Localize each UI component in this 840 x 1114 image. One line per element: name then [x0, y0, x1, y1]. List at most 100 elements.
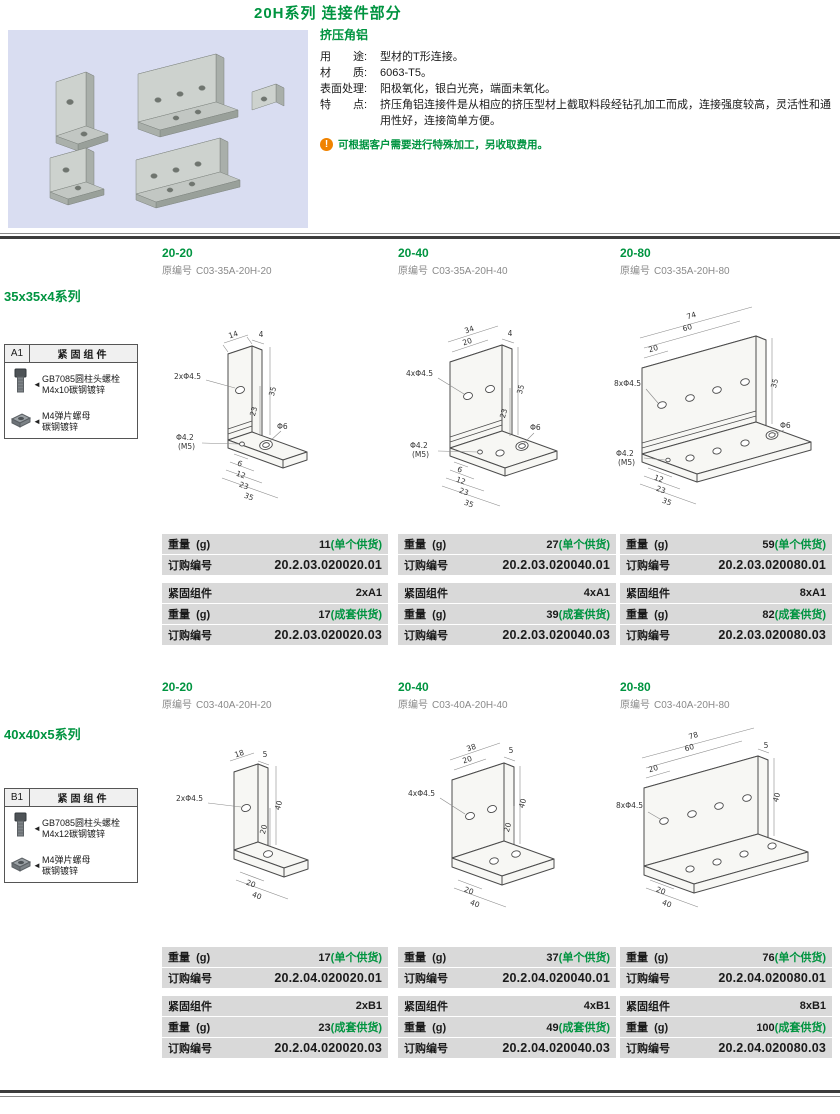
- svg-text:Φ6: Φ6: [530, 423, 541, 432]
- weight-row: 重量 (g) 37(单个供货): [398, 947, 616, 967]
- technical-drawing-35-20-20: 14 4 35 23 2xΦ4.5 Φ6 6 12 23 35 Φ4.2 (M5…: [174, 329, 308, 503]
- kit-item-line1: M4弹片螺母: [42, 411, 91, 421]
- svg-text:23: 23: [458, 486, 470, 498]
- svg-text:20: 20: [461, 754, 473, 766]
- kit-label: 紧固组件: [404, 588, 448, 600]
- weight-label: 重量 (g): [168, 609, 211, 621]
- order-table-40-20-80: 重量 (g) 76(单个供货) 订购编号 20.2.04.020080.01 紧…: [620, 947, 832, 1059]
- weight-label: 重量 (g): [404, 1022, 447, 1034]
- order-label: 订购编号: [168, 630, 212, 642]
- divider-bottom-thin: [0, 1096, 840, 1097]
- technical-drawing-40-20-40: 20 38 5 40 20 4xΦ4.5 20 40: [408, 742, 555, 910]
- svg-text:4: 4: [508, 329, 513, 338]
- order-label: 订购编号: [404, 630, 448, 642]
- order-label: 订购编号: [626, 630, 670, 642]
- spec-label: 材 质:: [320, 67, 368, 79]
- weight-note: (单个供货): [558, 539, 610, 551]
- note-text: 可根据客户需要进行特殊加工，另收取费用。: [338, 139, 548, 151]
- kit-qty: 2xA1: [355, 587, 382, 599]
- svg-text:(M5): (M5): [412, 450, 429, 459]
- svg-text:35: 35: [661, 496, 673, 508]
- kit-weight-note: (成套供货): [330, 1022, 382, 1034]
- kit-code: A1: [5, 345, 30, 362]
- svg-text:40: 40: [273, 799, 284, 811]
- svg-text:78: 78: [687, 730, 699, 741]
- kit-title: 紧固组件: [57, 794, 110, 805]
- table-gap: [398, 576, 616, 583]
- svg-text:6: 6: [236, 459, 244, 469]
- svg-text:5: 5: [764, 741, 769, 750]
- variant-model: 20-20: [162, 246, 193, 260]
- weight-value: 27: [546, 539, 559, 551]
- orig-code: C03-35A-20H-20: [196, 266, 272, 277]
- order-label: 订购编号: [404, 973, 448, 985]
- weight-row: 重量 (g) 76(单个供货): [620, 947, 832, 967]
- table-gap: [620, 576, 832, 583]
- weight-note: (单个供货): [558, 952, 610, 964]
- svg-text:38: 38: [465, 742, 477, 754]
- orig-code: C03-35A-20H-40: [432, 266, 508, 277]
- technical-drawing-35-20-80: 20 60 74 35 8xΦ4.5 Φ6 12 23 35 Φ4.2 (M5): [614, 306, 812, 508]
- orig-label: 原编号: [162, 266, 192, 277]
- table-gap: [620, 989, 832, 996]
- order-table-35-20-40: 重量 (g) 27(单个供货) 订购编号 20.2.03.020040.01 紧…: [398, 534, 616, 646]
- spec-label: 表面处理:: [320, 83, 368, 95]
- screw-icon: [9, 812, 33, 845]
- order-label: 订购编号: [404, 560, 448, 572]
- svg-text:4: 4: [259, 330, 264, 339]
- order-table-40-20-20: 重量 (g) 17(单个供货) 订购编号 20.2.04.020020.01 紧…: [162, 947, 388, 1059]
- svg-text:Φ4.2: Φ4.2: [410, 441, 428, 450]
- svg-text:23: 23: [238, 480, 250, 492]
- kit-order-number: 20.2.04.020040.03: [502, 1041, 610, 1055]
- kit-order-number: 20.2.03.020080.03: [718, 628, 826, 642]
- svg-text:(M5): (M5): [178, 442, 195, 451]
- order-label: 订购编号: [626, 973, 670, 985]
- kit-weight-note: (成套供货): [558, 609, 610, 621]
- kit-weight-row: 重量 (g) 100(成套供货): [620, 1017, 832, 1037]
- spec-value: 型材的T形连接。: [380, 51, 464, 63]
- kit-label: 紧固组件: [626, 588, 670, 600]
- order-table-35-20-80: 重量 (g) 59(单个供货) 订购编号 20.2.03.020080.01 紧…: [620, 534, 832, 646]
- pointer-icon: ◄: [33, 823, 41, 833]
- order-label: 订购编号: [168, 1043, 212, 1055]
- svg-text:20: 20: [502, 821, 513, 833]
- kit-item-line1: GB7085圆柱头螺栓: [42, 817, 121, 828]
- svg-text:23: 23: [498, 407, 509, 419]
- screw-icon: [9, 368, 33, 401]
- kit-row: 紧固组件 8xB1: [620, 996, 832, 1016]
- kit-order-row: 订购编号 20.2.03.020040.03: [398, 625, 616, 645]
- kit-weight-row: 重量 (g) 17(成套供货): [162, 604, 388, 624]
- kit-order-number: 20.2.04.020080.03: [718, 1041, 826, 1055]
- order-row: 订购编号 20.2.03.020040.01: [398, 555, 616, 575]
- weight-label: 重量 (g): [404, 539, 447, 551]
- order-row: 订购编号 20.2.04.020040.01: [398, 968, 616, 988]
- kit-order-row: 订购编号 20.2.03.020020.03: [162, 625, 388, 645]
- orig-code: C03-40A-20H-20: [196, 700, 272, 711]
- orig-label: 原编号: [398, 700, 428, 711]
- spec-material: 材 质: 6063-T5。: [320, 65, 834, 81]
- spec-label: 特 点:: [320, 99, 368, 111]
- weight-note: (单个供货): [330, 952, 382, 964]
- table-gap: [162, 989, 388, 996]
- kit-item-nut: ◄ M4弹片螺母 碳钢镀锌: [5, 850, 137, 882]
- kit-row: 紧固组件 4xA1: [398, 583, 616, 603]
- weight-note: (单个供货): [774, 952, 826, 964]
- table-gap: [162, 576, 388, 583]
- svg-text:20: 20: [647, 343, 659, 354]
- nut-icon: [9, 856, 33, 877]
- warning-icon: !: [320, 138, 333, 151]
- kit-row: 紧固组件 2xB1: [162, 996, 388, 1016]
- kit-item-screw: ◄ GB7085圆柱头螺栓 M4x12碳钢镀锌: [5, 807, 137, 850]
- kit-item-line2: M4x12碳钢镀锌: [42, 828, 106, 839]
- svg-text:40: 40: [251, 890, 263, 902]
- svg-text:8xΦ4.5: 8xΦ4.5: [616, 801, 643, 810]
- weight-value: 11: [319, 539, 331, 551]
- weight-value: 17: [318, 952, 331, 964]
- svg-text:Φ6: Φ6: [780, 421, 791, 430]
- svg-text:5: 5: [263, 750, 268, 759]
- svg-text:20: 20: [647, 763, 659, 774]
- kit-weight-value: 39: [546, 609, 559, 621]
- variant-model: 20-40: [398, 246, 429, 260]
- weight-row: 重量 (g) 59(单个供货): [620, 534, 832, 554]
- svg-text:40: 40: [469, 898, 481, 910]
